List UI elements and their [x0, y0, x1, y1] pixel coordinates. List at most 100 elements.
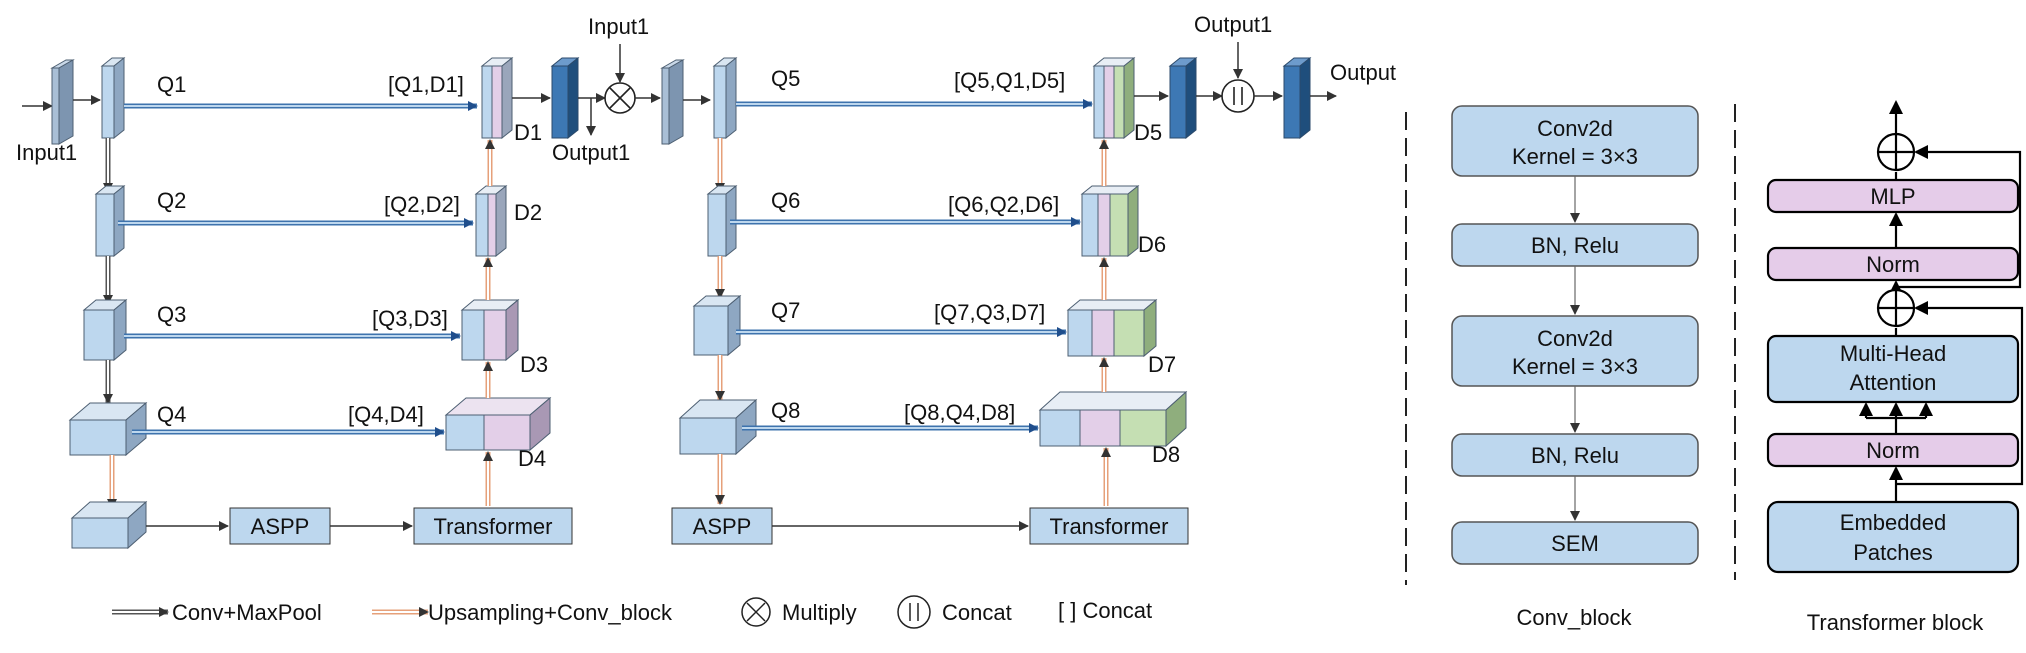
residual-connection-top — [1896, 145, 2022, 289]
network-one: Input1 Q1 [Q1,D1] D1 Output1 — [16, 14, 661, 550]
sem-box — [1451, 521, 1699, 565]
q3-block — [82, 298, 128, 362]
d6-block — [1080, 184, 1140, 258]
output1-label: Output1 — [552, 140, 630, 165]
legend: Conv+MaxPool Upsampling+Conv_block Multi… — [112, 595, 1152, 629]
input1-top-label: Input1 — [588, 14, 649, 39]
q6-label: Q6 — [771, 188, 800, 213]
mha-line1-label: Multi-Head — [1840, 341, 1946, 366]
d5-output-map — [1168, 56, 1198, 140]
legend-multiply: Multiply — [741, 597, 857, 627]
upsampling-arrows-one — [483, 139, 495, 506]
sem-label: SEM — [1551, 531, 1599, 556]
add-icon-top — [1876, 132, 1916, 172]
concat-q4-d4-label: [Q4,D4] — [348, 402, 424, 427]
output1-top-label: Output1 — [1194, 12, 1272, 37]
transformer-block-caption: Transformer block — [1807, 610, 1984, 635]
network-two: Q5 [Q5,Q1,D5] D5 Output1 — [660, 12, 1396, 545]
qkv-arrows — [1859, 402, 1933, 434]
transformer-label-two: Transformer — [1050, 514, 1169, 539]
concat-q5-q1-d5-label: [Q5,Q1,D5] — [954, 68, 1065, 93]
d1-output-map — [550, 56, 580, 140]
conv2d-bottom-label: Conv2d — [1537, 326, 1613, 351]
conv-block-caption: Conv_block — [1517, 605, 1633, 630]
input-feature-map — [50, 59, 75, 145]
embedded-line2-label: Patches — [1853, 540, 1933, 565]
q5-block — [712, 56, 738, 140]
aspp-box-one — [229, 507, 331, 545]
aspp-box-two — [671, 507, 773, 545]
bn-relu-bottom-label: BN, Relu — [1531, 443, 1619, 468]
legend-upsampling-label: Upsampling+Conv_block — [428, 600, 673, 625]
concat-q2-d2-label: [Q2,D2] — [384, 192, 460, 217]
aspp-label-one: ASPP — [251, 514, 310, 539]
kernel-bottom-label: Kernel = 3×3 — [1512, 354, 1638, 379]
upsampling-arrows-two — [1099, 139, 1111, 506]
transformer-box-one — [413, 507, 573, 545]
d4-block — [444, 396, 552, 452]
norm-top-label: Norm — [1866, 252, 1920, 277]
legend-bracket-concat-label: [ ] Concat — [1058, 598, 1152, 623]
embedded-patches-box — [1766, 500, 2020, 574]
d2-block — [474, 184, 508, 258]
q7-block — [692, 294, 742, 357]
d7-block — [1066, 298, 1158, 358]
input-label: Input1 — [16, 140, 77, 165]
concat-q8-q4-d8-label: [Q8,Q4,D8] — [904, 400, 1015, 425]
mha-line2-label: Attention — [1850, 370, 1937, 395]
add-icon-middle — [1876, 288, 1916, 328]
multiply-icon — [741, 597, 771, 627]
d1-block — [480, 56, 514, 140]
d4-label: D4 — [518, 446, 546, 471]
q4-block — [68, 401, 148, 457]
d8-block — [1038, 390, 1188, 448]
bottleneck-block — [70, 500, 148, 550]
final-output-map — [1282, 56, 1312, 140]
d2-label: D2 — [514, 200, 542, 225]
concat-q6-q2-d6-label: [Q6,Q2,D6] — [948, 192, 1059, 217]
d5-label: D5 — [1134, 120, 1162, 145]
q4-label: Q4 — [157, 402, 186, 427]
d6-label: D6 — [1138, 232, 1166, 257]
legend-concat: Concat — [897, 595, 1012, 629]
q2-label: Q2 — [157, 188, 186, 213]
transformer-label-one: Transformer — [434, 514, 553, 539]
q1-block — [100, 56, 126, 140]
conv2d-top-label: Conv2d — [1537, 116, 1613, 141]
transformer-box-two — [1029, 507, 1189, 545]
q1-label: Q1 — [157, 72, 186, 97]
d3-label: D3 — [520, 352, 548, 377]
q8-label: Q8 — [771, 398, 800, 423]
d7-label: D7 — [1148, 352, 1176, 377]
legend-conv-maxpool: Conv+MaxPool — [112, 600, 322, 625]
d5-block — [1092, 56, 1136, 140]
legend-multiply-label: Multiply — [782, 600, 857, 625]
concat-q7-q3-d7-label: [Q7,Q3,D7] — [934, 300, 1045, 325]
aspp-label-two: ASPP — [693, 514, 752, 539]
norm-bottom-label: Norm — [1866, 438, 1920, 463]
embedded-line1-label: Embedded — [1840, 510, 1946, 535]
legend-conv-maxpool-label: Conv+MaxPool — [172, 600, 322, 625]
mlp-label: MLP — [1870, 184, 1915, 209]
bn-relu-top-label: BN, Relu — [1531, 233, 1619, 258]
d8-label: D8 — [1152, 442, 1180, 467]
concat-q1-d1-label: [Q1,D1] — [388, 72, 464, 97]
transformer-block-panel: MLP Norm Multi-Head Attention Norm — [1766, 100, 2024, 635]
concat-q3-d3-label: [Q3,D3] — [372, 306, 448, 331]
conv-block-panel: Conv2d Kernel = 3×3 BN, Relu Conv2d Kern… — [1451, 105, 1699, 630]
legend-concat-label: Concat — [942, 600, 1012, 625]
concat-icon — [897, 595, 931, 629]
concat-operator — [1221, 79, 1255, 113]
q6-block — [706, 184, 738, 258]
q3-label: Q3 — [157, 302, 186, 327]
residual-connection-bottom — [1896, 301, 2024, 486]
output-label: Output — [1330, 60, 1396, 85]
legend-upsampling: Upsampling+Conv_block — [372, 600, 673, 625]
kernel-top-label: Kernel = 3×3 — [1512, 144, 1638, 169]
d3-block — [460, 298, 520, 362]
multiply-operator — [604, 82, 636, 114]
d1-label: D1 — [514, 120, 542, 145]
q7-label: Q7 — [771, 298, 800, 323]
q5-label: Q5 — [771, 66, 800, 91]
